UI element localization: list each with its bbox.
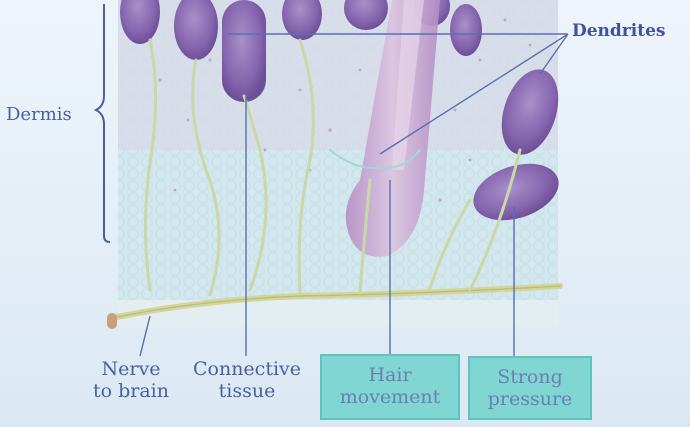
strong-label-line2: pressure [470,388,590,410]
dendrites-label-text: Dendrites [572,20,665,42]
nerve-label-line1: Nerve [76,358,186,380]
nerve-label-line2: to brain [76,380,186,402]
strong-pressure-box: Strong pressure [468,356,592,420]
dermis-bracket [96,4,110,242]
hair-label-line2: movement [322,386,458,408]
nerve-to-brain-label: Nerve to brain [76,358,186,402]
connective-tissue-label: Connective tissue [184,358,310,402]
dendrites-label: Dendrites [572,20,665,42]
hair-movement-box: Hair movement [320,354,460,420]
dermis-label-text: Dermis [6,104,72,126]
dermis-label: Dermis [6,104,72,126]
hair-label-line1: Hair [322,364,458,386]
strong-label-line1: Strong [470,366,590,388]
connective-label-line1: Connective [184,358,310,380]
connective-label-line2: tissue [184,380,310,402]
